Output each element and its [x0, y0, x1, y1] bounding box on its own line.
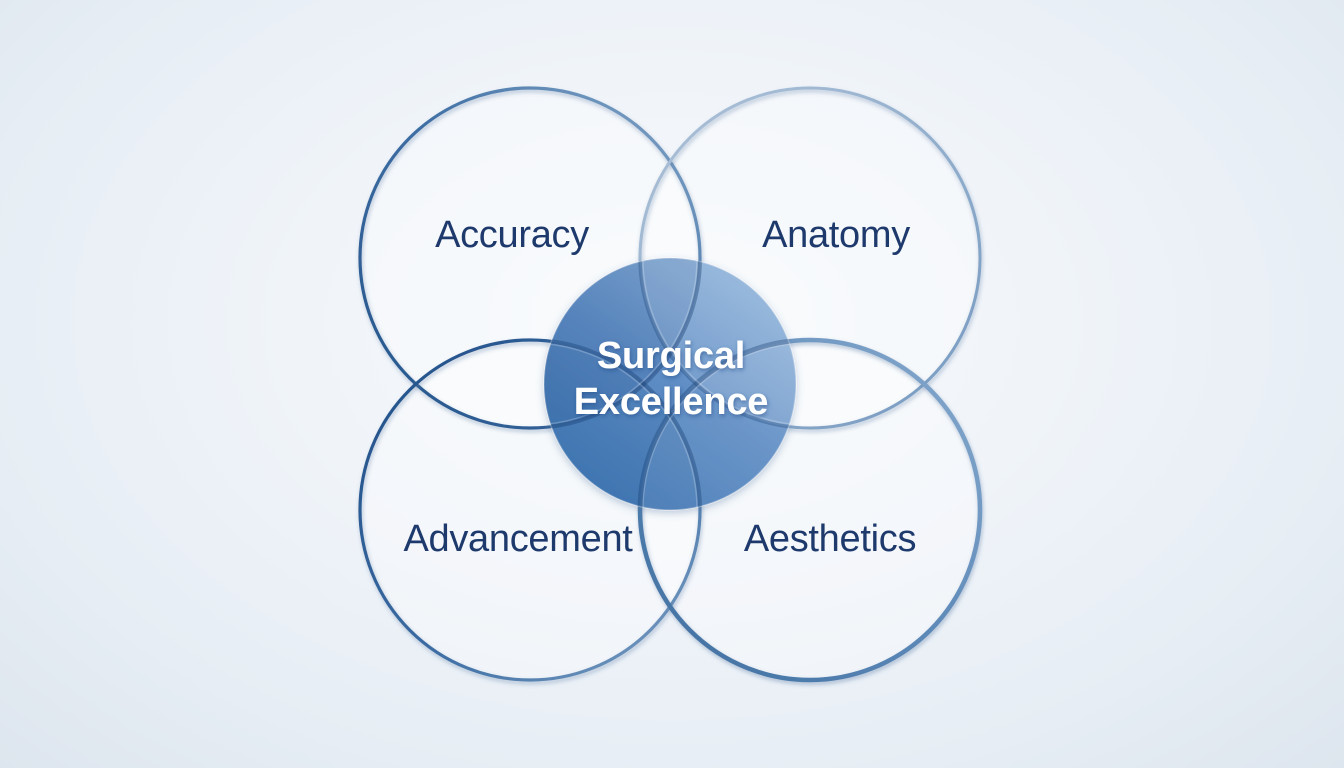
- advancement-circle-outline: [358, 338, 702, 682]
- accuracy-label: Accuracy: [435, 214, 589, 256]
- center-label: Surgical Excellence: [574, 335, 769, 423]
- center-circle: [543, 257, 797, 511]
- advancement-label: Advancement: [403, 518, 633, 560]
- aesthetics-label: Aesthetics: [744, 518, 916, 560]
- center-label-line1: Surgical: [597, 335, 745, 377]
- anatomy-label: Anatomy: [762, 214, 910, 256]
- center-overlap-arcs: [544, 258, 796, 510]
- accuracy-circle-outline: [358, 86, 702, 430]
- aesthetics-circle-outline: [637, 337, 983, 683]
- anatomy-circle-outline: [638, 86, 982, 430]
- center-label-line2: Excellence: [574, 381, 768, 423]
